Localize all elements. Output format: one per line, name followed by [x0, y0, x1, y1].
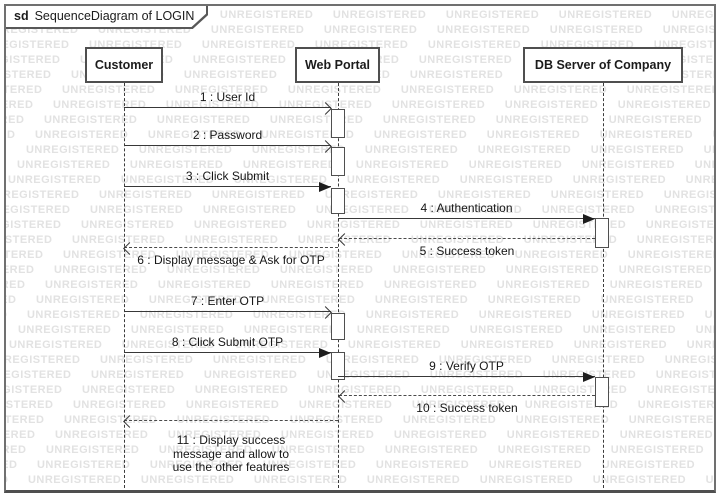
watermark-text: UNREGISTERED UNREGISTERED UNREGISTERED U…: [6, 369, 714, 381]
watermark-text: UNREGISTERED UNREGISTERED UNREGISTERED U…: [6, 474, 714, 486]
watermark-text: UNREGISTERED UNREGISTERED UNREGISTERED U…: [6, 144, 714, 156]
participant-box-customer: Customer: [85, 47, 163, 83]
activation-bar-web-portal-5: [331, 352, 345, 380]
participant-box-db-server: DB Server of Company: [523, 47, 683, 83]
watermark-text: UNREGISTERED UNREGISTERED UNREGISTERED U…: [6, 459, 714, 471]
watermark-text: UNREGISTERED UNREGISTERED UNREGISTERED U…: [6, 324, 714, 336]
message-line: [124, 186, 331, 187]
watermark-text: UNREGISTERED UNREGISTERED UNREGISTERED U…: [6, 384, 714, 396]
message-label: 10 : Success token: [416, 401, 518, 415]
watermark-text: UNREGISTERED UNREGISTERED UNREGISTERED U…: [6, 354, 714, 366]
arrowhead-filled-icon: [319, 348, 331, 358]
message-label: 9 : Verify OTP: [429, 359, 504, 373]
message-label: 3 : Click Submit: [185, 169, 270, 183]
frame-keyword: sd: [14, 9, 29, 23]
message-line: [124, 420, 338, 421]
message-line: [338, 218, 595, 219]
activation-bar-db-server-6: [595, 377, 609, 407]
message-label: 6 : Display message & Ask for OTP: [137, 253, 325, 267]
message-label: 5 : Success token: [419, 244, 515, 258]
arrowhead-filled-icon: [583, 372, 595, 382]
message-label: 4 : Authentication: [420, 201, 513, 215]
activation-bar-web-portal-4: [331, 313, 345, 340]
frame-title-text: SequenceDiagram of LOGIN: [34, 9, 195, 23]
watermark-text: UNREGISTERED UNREGISTERED UNREGISTERED U…: [6, 489, 714, 490]
watermark-text: UNREGISTERED UNREGISTERED UNREGISTERED U…: [6, 174, 714, 186]
frame-title-tab: sd SequenceDiagram of LOGIN: [6, 6, 208, 29]
message-label: 2 : Password: [192, 128, 263, 142]
message-label: 8 : Click Submit OTP: [171, 335, 284, 349]
watermark-text: UNREGISTERED UNREGISTERED UNREGISTERED U…: [6, 309, 714, 321]
watermark-text: UNREGISTERED UNREGISTERED UNREGISTERED U…: [6, 339, 714, 351]
lifeline-web-portal: [337, 83, 339, 488]
message-line: [124, 107, 331, 108]
watermark-text: UNREGISTERED UNREGISTERED UNREGISTERED U…: [6, 189, 714, 201]
frame-title: sd SequenceDiagram of LOGIN: [6, 6, 206, 27]
message-line: [339, 395, 595, 396]
message-line: [338, 376, 595, 377]
activation-bar-db-server-3: [595, 218, 609, 248]
participant-label-db-server: DB Server of Company: [534, 58, 672, 72]
participant-label-customer: Customer: [94, 58, 154, 72]
message-line: [339, 238, 595, 239]
watermark-text: UNREGISTERED UNREGISTERED UNREGISTERED U…: [6, 234, 714, 246]
activation-bar-web-portal-2: [331, 188, 345, 214]
lifeline-customer: [123, 83, 125, 488]
message-line: [124, 247, 338, 248]
lifeline-db-server: [602, 83, 604, 488]
message-label: 11 : Display success message and allow t…: [172, 433, 290, 474]
message-label: 7 : Enter OTP: [190, 294, 265, 308]
watermark-text: UNREGISTERED UNREGISTERED UNREGISTERED U…: [6, 159, 714, 171]
participant-box-web-portal: Web Portal: [295, 47, 380, 83]
watermark-text: UNREGISTERED UNREGISTERED UNREGISTERED U…: [6, 444, 714, 456]
watermark-text: UNREGISTERED UNREGISTERED UNREGISTERED U…: [6, 414, 714, 426]
message-line: [124, 145, 331, 146]
watermark-text: UNREGISTERED UNREGISTERED UNREGISTERED U…: [6, 429, 714, 441]
watermark-text: UNREGISTERED UNREGISTERED UNREGISTERED U…: [6, 294, 714, 306]
message-line: [124, 311, 331, 312]
watermark-text: UNREGISTERED UNREGISTERED UNREGISTERED U…: [6, 204, 714, 216]
arrowhead-filled-icon: [319, 182, 331, 192]
activation-bar-web-portal-1: [331, 147, 345, 176]
watermark-text: UNREGISTERED UNREGISTERED UNREGISTERED U…: [6, 84, 714, 96]
activation-bar-web-portal-0: [331, 109, 345, 138]
watermark-text: UNREGISTERED UNREGISTERED UNREGISTERED U…: [6, 114, 714, 126]
watermark-text: UNREGISTERED UNREGISTERED UNREGISTERED U…: [6, 279, 714, 291]
message-label: 1 : User Id: [199, 90, 256, 104]
watermark-text: UNREGISTERED UNREGISTERED UNREGISTERED U…: [6, 99, 714, 111]
diagram-frame: UNREGISTERED UNREGISTERED UNREGISTERED U…: [4, 4, 716, 493]
watermark-text: UNREGISTERED UNREGISTERED UNREGISTERED U…: [6, 399, 714, 411]
participant-label-web-portal: Web Portal: [304, 58, 371, 72]
watermark-text: UNREGISTERED UNREGISTERED UNREGISTERED U…: [6, 249, 714, 261]
watermark-text: UNREGISTERED UNREGISTERED UNREGISTERED U…: [6, 264, 714, 276]
arrowhead-filled-icon: [583, 214, 595, 224]
message-line: [124, 352, 331, 353]
watermark-text: UNREGISTERED UNREGISTERED UNREGISTERED U…: [6, 219, 714, 231]
watermark-text: UNREGISTERED UNREGISTERED UNREGISTERED U…: [6, 129, 714, 141]
